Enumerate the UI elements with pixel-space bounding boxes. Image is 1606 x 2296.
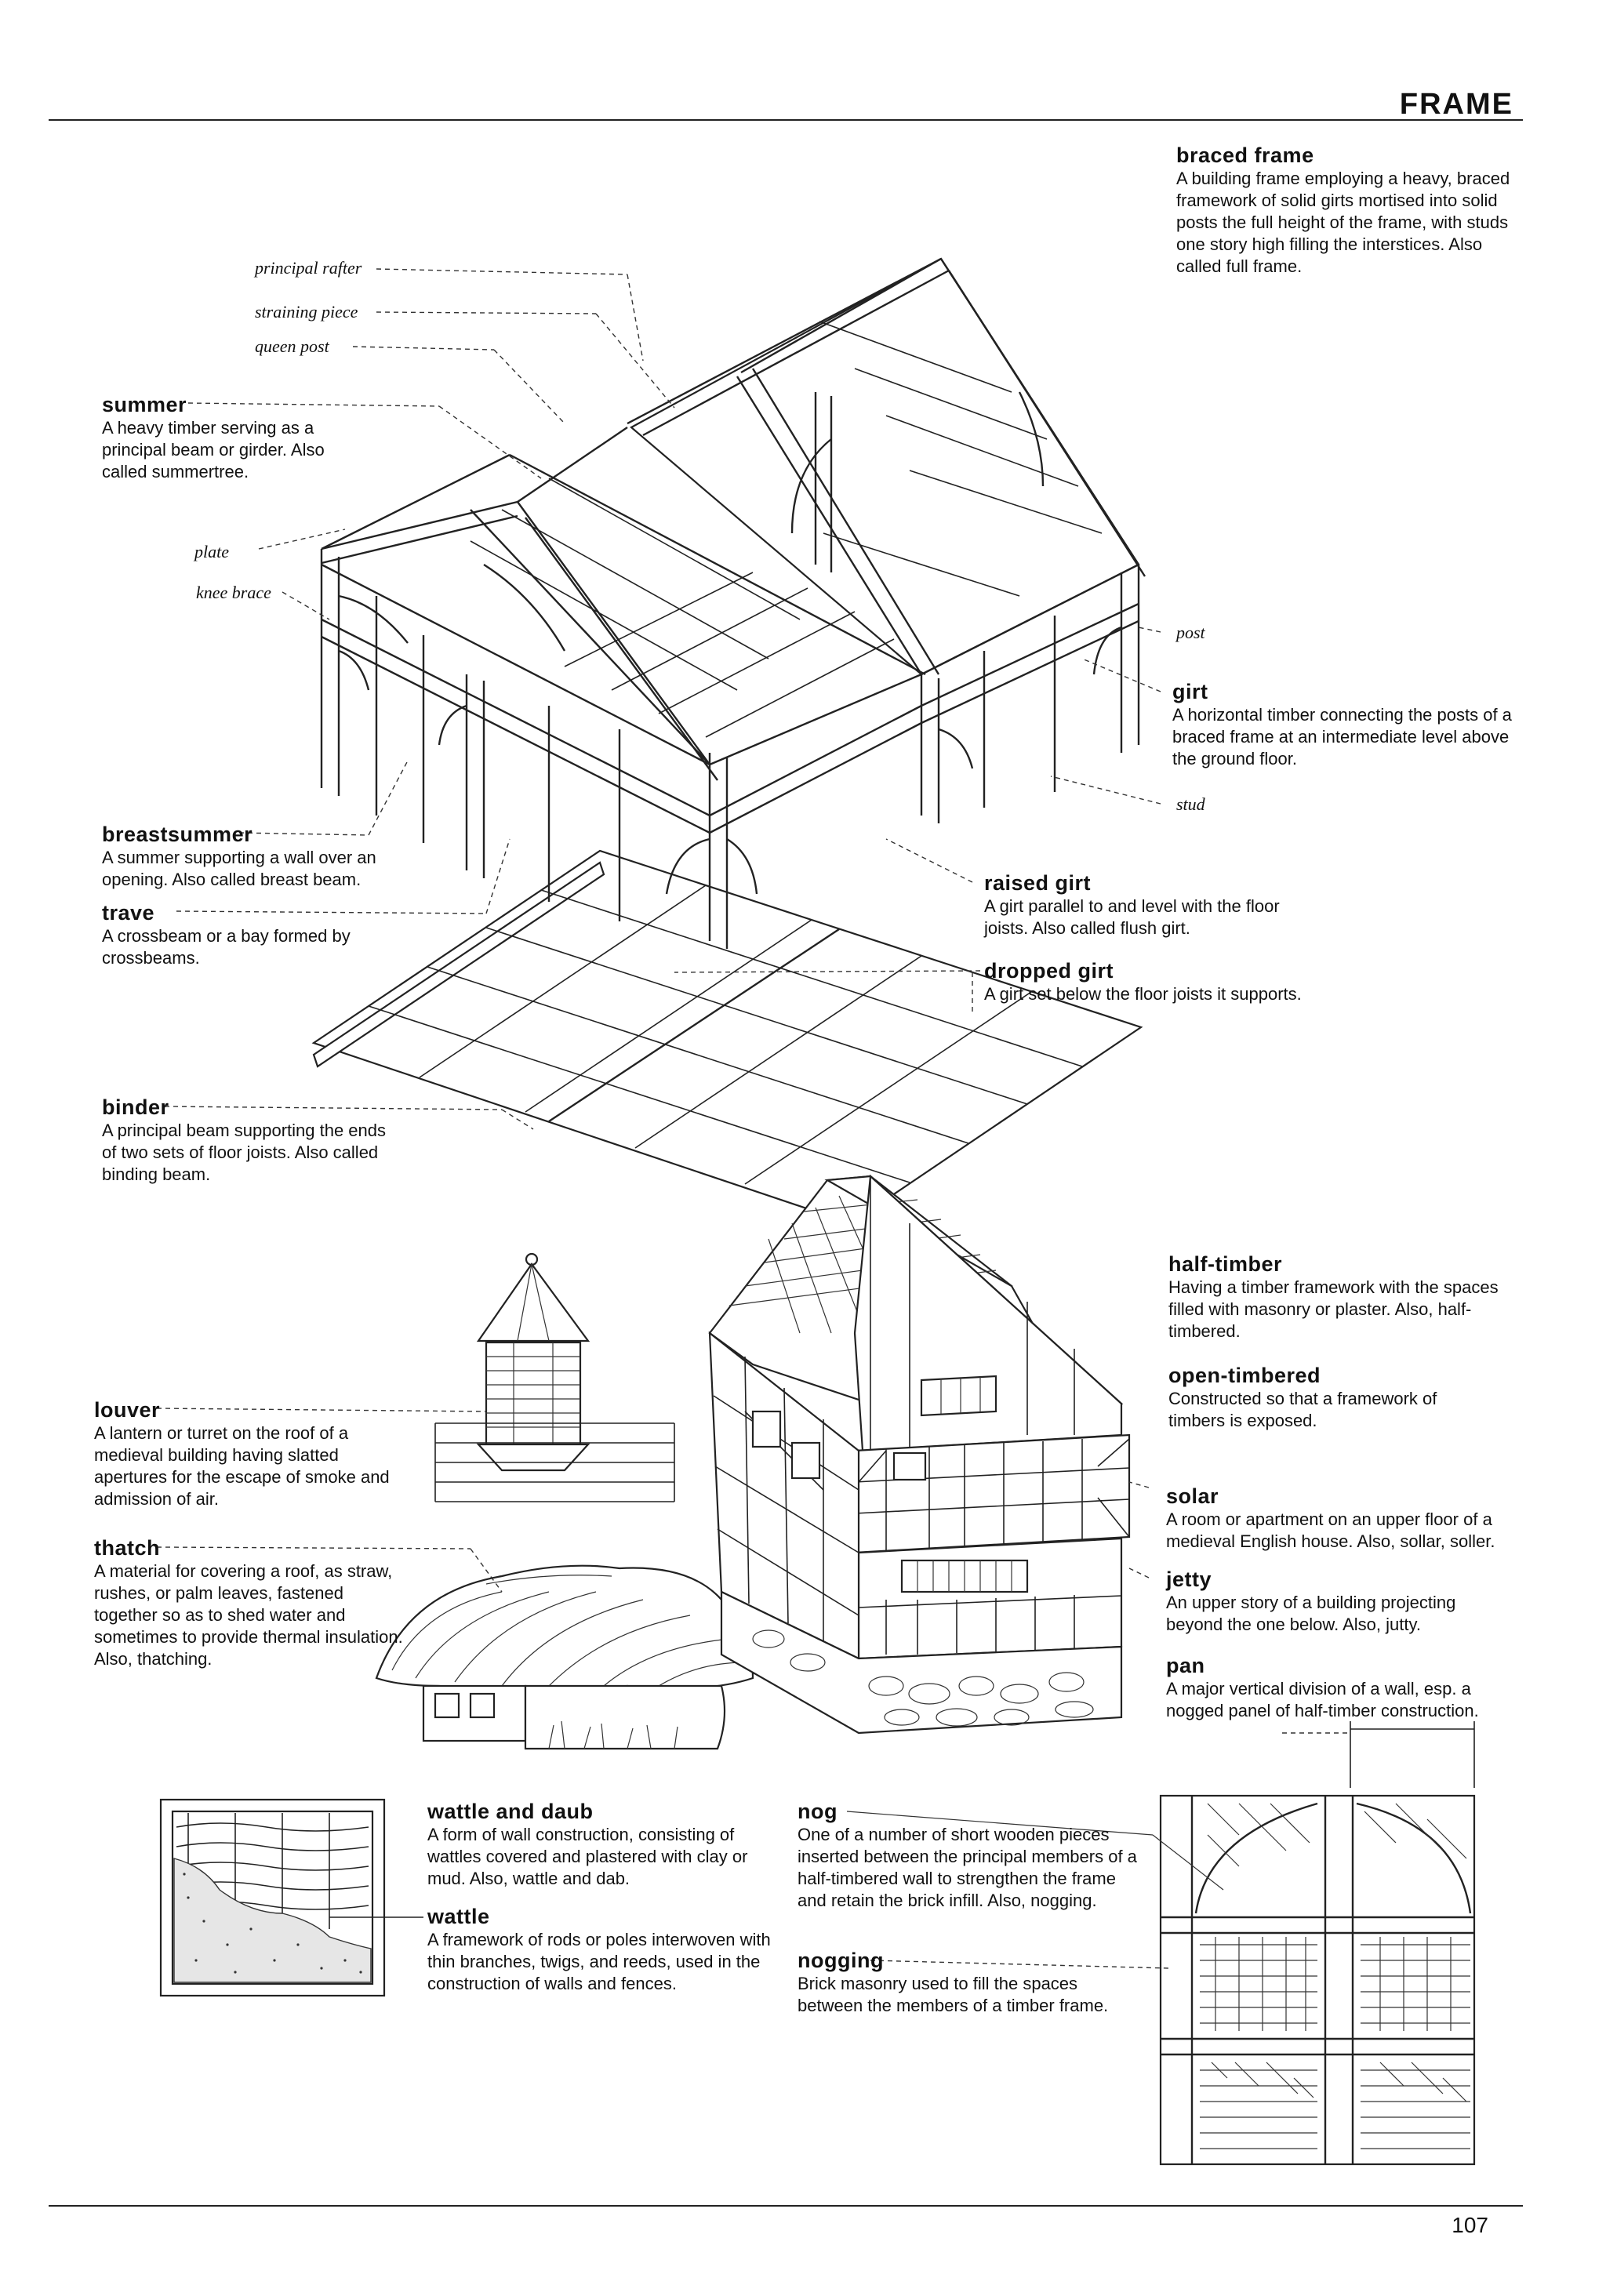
entry-nogging: nogging Brick masonry used to fill the s… xyxy=(798,1948,1143,2017)
entry-term: breastsummer xyxy=(102,823,253,846)
braced-frame-illustration xyxy=(311,257,1146,1225)
entry-definition: A horizontal timber connecting the posts… xyxy=(1172,705,1512,768)
label-stud: stud xyxy=(1176,794,1205,814)
entry-definition: A principal beam supporting the ends of … xyxy=(102,1121,387,1184)
entry-raised-girt: raised girt A girt parallel to and level… xyxy=(984,870,1321,939)
entry-term: pan xyxy=(1166,1654,1205,1677)
nogging-panel-illustration xyxy=(846,1794,1476,2166)
wattle-and-daub-illustration xyxy=(159,1798,423,1997)
front-gable-frame xyxy=(321,427,1122,895)
page-title: FRAME xyxy=(1399,88,1513,121)
entry-louver: louver A lantern or turret on the roof o… xyxy=(94,1397,408,1510)
entry-definition: Constructed so that a framework of timbe… xyxy=(1168,1389,1437,1430)
frame-posts xyxy=(320,549,1140,949)
entry-definition: A form of wall construction, consisting … xyxy=(427,1825,748,1888)
entry-girt: girt A horizontal timber connecting the … xyxy=(1172,679,1525,770)
entry-definition: A girt parallel to and level with the fl… xyxy=(984,896,1280,938)
entry-definition: A major vertical division of a wall, esp… xyxy=(1166,1679,1479,1720)
entry-term: braced frame xyxy=(1176,144,1314,167)
entry-term: half-timber xyxy=(1168,1252,1283,1276)
page-number: 107 xyxy=(1452,2213,1488,2237)
entry-term: wattle xyxy=(427,1905,490,1928)
entry-definition: A heavy timber serving as a principal be… xyxy=(102,418,325,481)
label-plate: plate xyxy=(194,542,229,561)
entry-definition: A lantern or turret on the roof of a med… xyxy=(94,1423,390,1509)
entry-solar: solar A room or apartment on an upper fl… xyxy=(1166,1484,1527,1553)
main-roof-frame xyxy=(627,257,1146,676)
entry-term: wattle and daub xyxy=(427,1800,594,1823)
label-straining-piece: straining piece xyxy=(255,302,358,322)
entry-term: nogging xyxy=(798,1949,884,1972)
entry-term: binder xyxy=(102,1095,169,1119)
entry-half-timber: half-timber Having a timber framework wi… xyxy=(1168,1252,1521,1342)
entry-term: raised girt xyxy=(984,871,1092,895)
entry-nog: nog One of a number of short wooden piec… xyxy=(798,1799,1143,1912)
entry-definition: An upper story of a building projecting … xyxy=(1166,1593,1456,1634)
girts-and-plates xyxy=(321,453,1139,834)
label-knee-brace: knee brace xyxy=(196,583,271,602)
entry-pan: pan A major vertical division of a wall,… xyxy=(1166,1653,1480,1722)
entry-thatch: thatch A material for covering a roof, a… xyxy=(94,1535,408,1670)
thatch-cottage-illustration xyxy=(156,1546,754,1750)
entry-definition: A framework of rods or poles interwoven … xyxy=(427,1930,771,1993)
entry-binder: binder A principal beam supporting the e… xyxy=(102,1095,400,1186)
label-queen-post: queen post xyxy=(255,336,329,356)
entry-braced-frame: braced frame A building frame employing … xyxy=(1176,143,1521,278)
entry-term: summer xyxy=(102,393,187,416)
label-post: post xyxy=(1176,623,1205,642)
entry-term: jetty xyxy=(1166,1568,1212,1591)
entry-wattle: wattle A framework of rods or poles inte… xyxy=(427,1904,772,1995)
entry-term: girt xyxy=(1172,680,1208,703)
entry-wattle-and-daub: wattle and daub A form of wall construct… xyxy=(427,1799,772,1890)
entry-term: dropped girt xyxy=(984,959,1114,983)
entry-definition: A building frame employing a heavy, brac… xyxy=(1176,169,1510,276)
entry-term: thatch xyxy=(94,1536,160,1560)
footer-rule xyxy=(49,2205,1523,2207)
entry-term: nog xyxy=(798,1800,838,1823)
entry-jetty: jetty An upper story of a building proje… xyxy=(1166,1567,1511,1636)
floor-joist-grid xyxy=(311,849,1143,1225)
entry-definition: One of a number of short wooden pieces i… xyxy=(798,1825,1137,1910)
entry-trave: trave A crossbeam or a bay formed by cro… xyxy=(102,900,384,969)
entry-term: solar xyxy=(1166,1484,1219,1508)
pan-dimension xyxy=(1282,1721,1475,1788)
label-principal-rafter: principal rafter xyxy=(255,258,362,278)
frame-leader-lines xyxy=(164,268,1161,1130)
entry-open-timbered: open-timbered Constructed so that a fram… xyxy=(1168,1363,1498,1432)
entry-term: open-timbered xyxy=(1168,1364,1321,1387)
entry-breastsummer: breastsummer A summer supporting a wall … xyxy=(102,822,392,891)
entry-definition: A summer supporting a wall over an openi… xyxy=(102,848,376,889)
entry-definition: A crossbeam or a bay formed by crossbeam… xyxy=(102,926,351,968)
entry-dropped-girt: dropped girt A girt set below the floor … xyxy=(984,958,1345,1005)
louver-illustration xyxy=(156,1252,675,1502)
entry-definition: A girt set below the floor joists it sup… xyxy=(984,984,1302,1004)
entry-term: trave xyxy=(102,901,155,925)
entry-summer: summer A heavy timber serving as a princ… xyxy=(102,392,353,483)
entry-definition: Having a timber framework with the space… xyxy=(1168,1277,1499,1341)
entry-term: louver xyxy=(94,1398,161,1422)
header-rule xyxy=(49,119,1523,121)
entry-definition: A material for covering a roof, as straw… xyxy=(94,1561,403,1669)
entry-definition: A room or apartment on an upper floor of… xyxy=(1166,1509,1495,1551)
half-timbered-house-illustration xyxy=(708,1174,1150,1735)
entry-definition: Brick masonry used to fill the spaces be… xyxy=(798,1974,1109,2015)
